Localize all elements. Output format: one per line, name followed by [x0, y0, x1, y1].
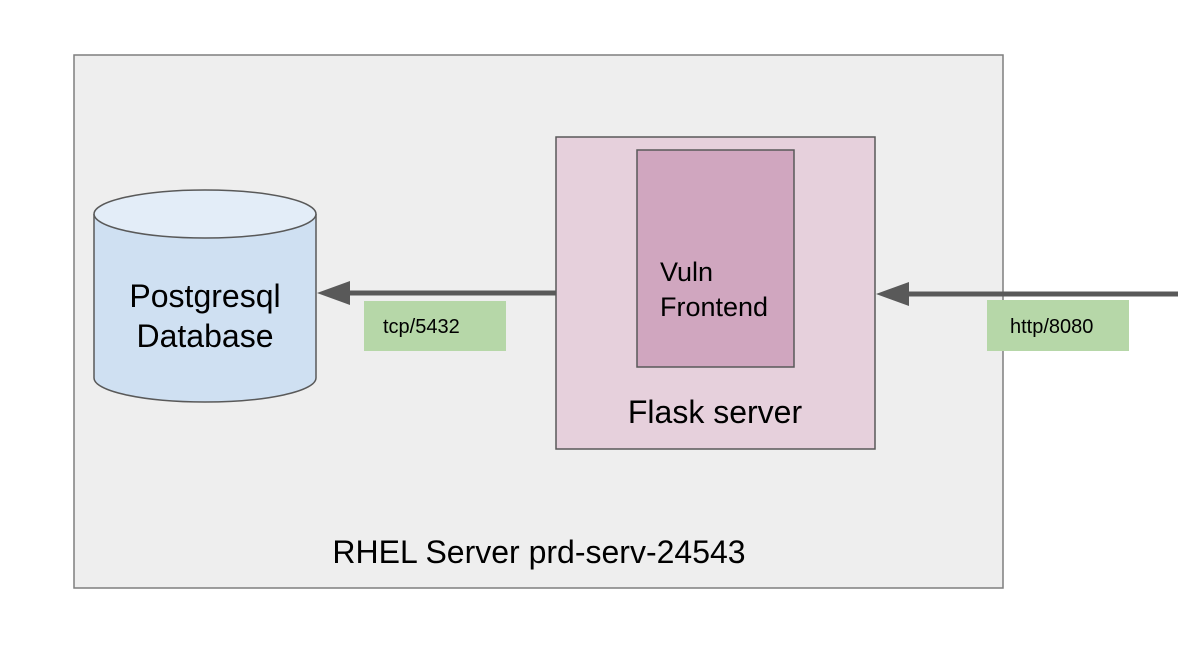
http-port-badge: [987, 300, 1129, 351]
http-port-label: http/8080: [1010, 316, 1093, 338]
database-cylinder: [93, 189, 317, 403]
http-connection-arrow: [876, 282, 1178, 306]
frontend-app-box: [636, 149, 795, 368]
frontend-app-label-line2: Frontend: [660, 292, 768, 322]
frontend-app-label-line1: Vuln: [660, 257, 713, 287]
db-connection-arrow: [317, 281, 556, 305]
database-label-line1: Postgresql: [129, 278, 280, 314]
db-port-label: tcp/5432: [383, 316, 460, 338]
database-label-line2: Database: [137, 318, 274, 354]
flask-server-label: Flask server: [628, 394, 803, 430]
server-label: RHEL Server prd-serv-24543: [332, 534, 745, 570]
db-port-badge: [364, 301, 506, 351]
